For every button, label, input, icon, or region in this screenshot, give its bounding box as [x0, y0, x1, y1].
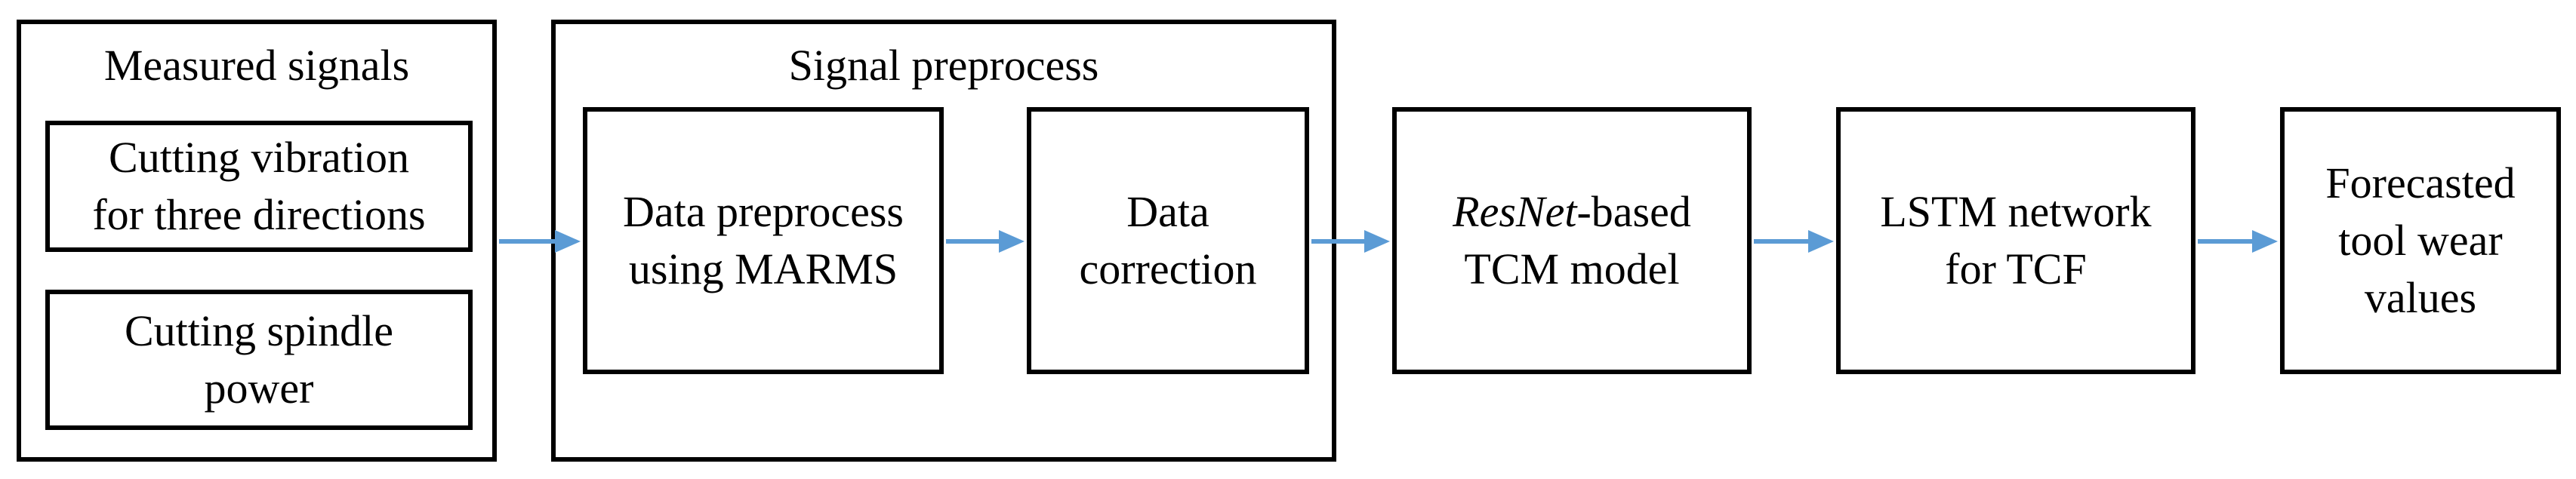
data-correction-line2: correction — [1079, 244, 1257, 293]
resnet-suffix: -based — [1576, 187, 1691, 236]
cutting-vibration-line1: Cutting vibration — [109, 133, 409, 182]
arrow-resnet-to-lstm — [1754, 230, 1834, 253]
signal-preprocess-title: Signal preprocess — [788, 41, 1099, 90]
arrow-lstm-to-forecast — [2198, 230, 2278, 253]
measured-signals-title: Measured signals — [103, 41, 410, 90]
arrow-preprocess-to-correction — [946, 230, 1025, 253]
lstm-line2: for TCF — [1945, 244, 2087, 293]
cutting-spindle-line1: Cutting spindle — [124, 306, 394, 355]
data-preprocess-line2: using MARMS — [628, 244, 898, 293]
lstm-line1: LSTM network — [1880, 187, 2152, 236]
resnet-line1: ResNet-based — [1453, 183, 1691, 241]
cutting-spindle-line2: power — [204, 364, 314, 413]
arrow-correction-to-resnet — [1311, 230, 1390, 253]
resnet-italic: ResNet — [1453, 187, 1577, 236]
forecast-line1: Forecasted — [2325, 158, 2516, 207]
cutting-vibration-line2: for three directions — [92, 190, 426, 239]
data-preprocess-line1: Data preprocess — [623, 187, 904, 236]
lstm-tcf-box: LSTM network for TCF — [1836, 107, 2195, 374]
resnet-tcm-box: ResNet-based TCM model — [1392, 107, 1752, 374]
forecast-line3: values — [2364, 273, 2477, 322]
arrow-measured-to-preprocess — [499, 230, 581, 253]
data-correction-line1: Data — [1126, 187, 1209, 236]
forecast-box: Forecasted tool wear values — [2280, 107, 2561, 374]
data-correction-box: Data correction — [1027, 107, 1309, 374]
data-preprocess-box: Data preprocess using MARMS — [583, 107, 944, 374]
resnet-line2: TCM model — [1464, 244, 1680, 293]
cutting-vibration-box: Cutting vibration for three directions — [45, 121, 473, 252]
forecast-line2: tool wear — [2338, 216, 2503, 265]
cutting-spindle-power-box: Cutting spindle power — [45, 290, 473, 430]
